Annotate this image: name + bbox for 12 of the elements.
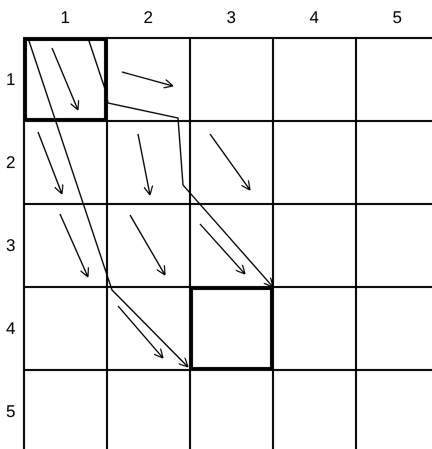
row-header: 4 — [6, 318, 16, 338]
column-header: 1 — [60, 8, 70, 28]
column-header: 5 — [392, 8, 402, 28]
row-header: 2 — [6, 152, 16, 172]
column-header: 3 — [226, 8, 236, 28]
highlighted-cell — [23, 37, 108, 122]
column-header: 2 — [144, 8, 153, 28]
row-header: 1 — [6, 70, 16, 90]
row-header: 3 — [6, 236, 16, 256]
column-header: 4 — [310, 8, 319, 28]
highlighted-cell — [189, 286, 274, 371]
row-header: 5 — [6, 402, 16, 422]
